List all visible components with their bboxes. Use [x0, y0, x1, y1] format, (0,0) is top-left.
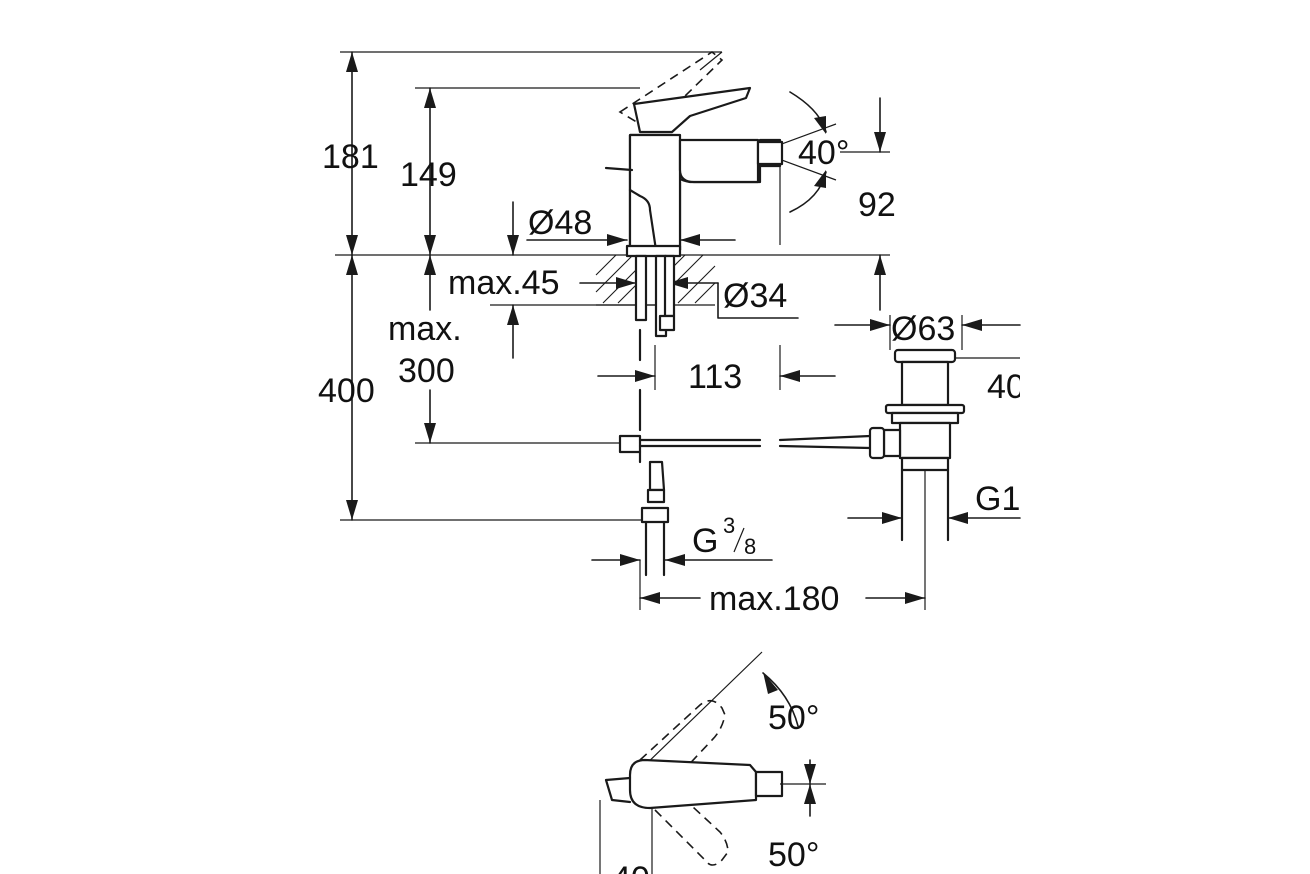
countertop-section: [595, 254, 716, 306]
label-lever-offset: 40: [612, 860, 650, 874]
label-height-spout: 149: [400, 156, 457, 194]
label-diameter-hole: Ø34: [723, 277, 787, 315]
label-counter-thickness: max.45: [448, 264, 560, 302]
mixer-side-view: [604, 51, 872, 577]
label-inlet-thread-num: 3: [723, 513, 735, 538]
label-inlet-thread-den: 8: [744, 534, 756, 559]
label-pipe-length-value: 300: [398, 352, 455, 390]
label-waste-thread: G1: [975, 480, 1020, 518]
waste-assembly: [868, 348, 966, 542]
label-inlet-thread-g: G: [692, 522, 718, 560]
label-waste-diameter: Ø63: [891, 310, 955, 348]
label-spout-depth: 92: [858, 186, 896, 224]
label-waste-height: 40: [987, 368, 1025, 406]
cropped-labels: 40 G1: [975, 368, 1025, 518]
mixer-top-view: [599, 651, 826, 874]
dimension-labels: 181 149 Ø48 max.45 Ø34 40° 92 max. 300 4…: [318, 134, 955, 874]
dimension-lines: [346, 51, 1021, 604]
label-spout-angle: 40°: [798, 134, 849, 172]
label-height-total: 181: [322, 138, 379, 176]
label-lever-angle-down: 50°: [768, 836, 819, 874]
label-pipe-length-prefix: max.: [388, 310, 462, 348]
label-overall-depth: 400: [318, 372, 375, 410]
label-waste-distance: max.180: [709, 580, 839, 618]
label-lever-angle-up: 50°: [768, 699, 819, 737]
label-diameter-base: Ø48: [528, 204, 592, 242]
label-spout-reach: 113: [688, 358, 742, 396]
